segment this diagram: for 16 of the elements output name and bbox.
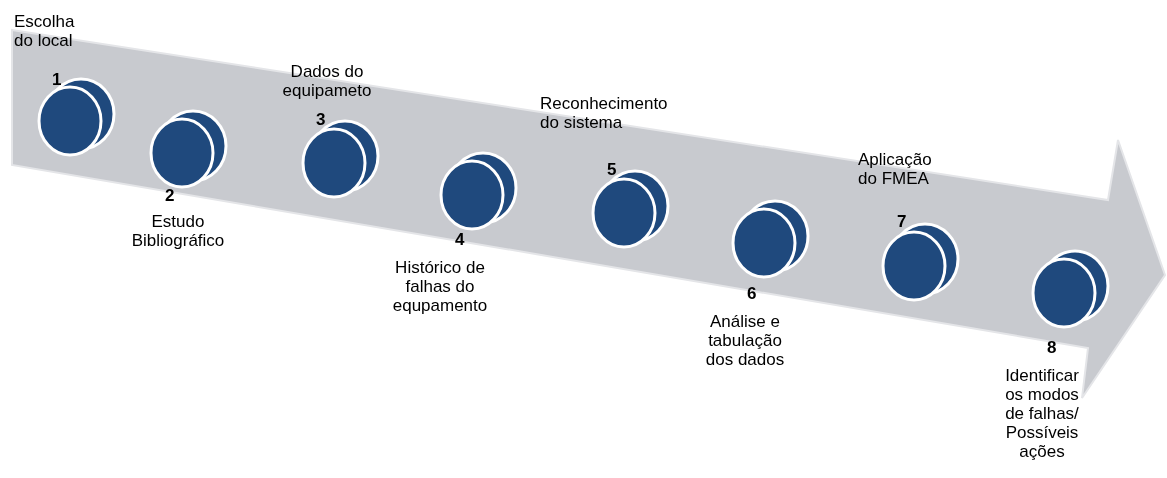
step-label: Análise e tabulação dos dados xyxy=(704,312,786,369)
step-number: 4 xyxy=(455,230,465,250)
step-label: Estudo Bibliográfico xyxy=(130,212,226,250)
step-label: Aplicação do FMEA xyxy=(858,150,933,188)
step-label: Histórico de falhas do equpamento xyxy=(391,258,489,315)
step-label: Escolha do local xyxy=(14,12,76,50)
step-number: 7 xyxy=(897,212,907,232)
step-number: 6 xyxy=(747,284,757,304)
step-label: Reconhecimento do sistema xyxy=(540,94,669,132)
step-number: 5 xyxy=(607,160,617,180)
step-number: 1 xyxy=(52,70,62,90)
step-number: 2 xyxy=(165,186,175,206)
step-number: 3 xyxy=(316,110,326,130)
step-label: Identificar os modos de falhas/ Possíveis ações xyxy=(1004,366,1080,461)
step-number: 8 xyxy=(1047,338,1057,358)
step-label: Dados do equipameto xyxy=(281,62,373,100)
